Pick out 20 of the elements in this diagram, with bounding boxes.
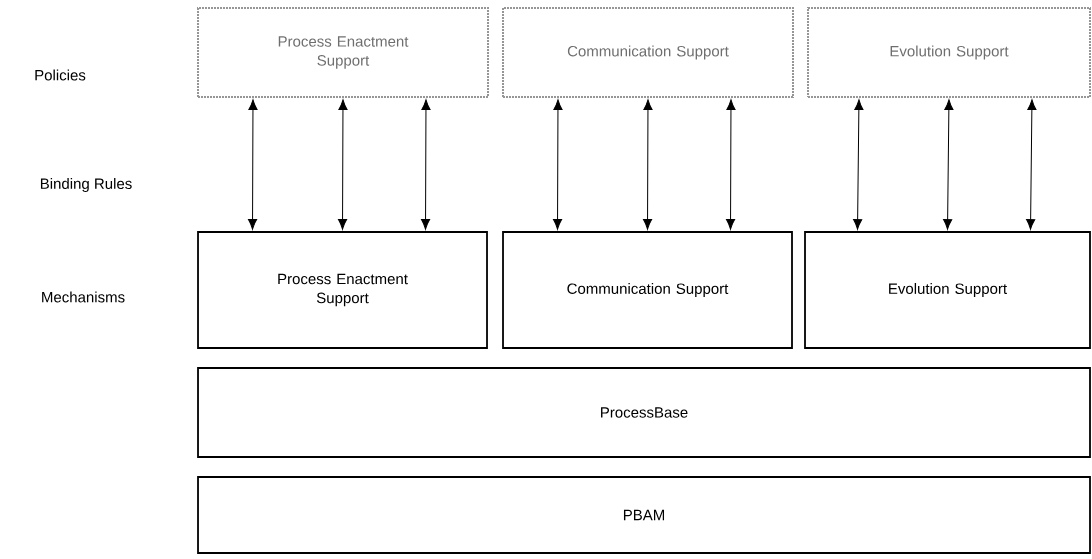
mechanism-box: Evolution Support bbox=[804, 231, 1091, 349]
arrow bbox=[642, 99, 653, 230]
policy-box: Process Enactment Support bbox=[197, 7, 489, 98]
arrow bbox=[943, 99, 954, 230]
mechanism-box: Process Enactment Support bbox=[197, 231, 488, 349]
layer-box: PBAM bbox=[197, 476, 1091, 554]
arrow bbox=[853, 99, 864, 230]
policy-box: Evolution Support bbox=[807, 7, 1091, 98]
row-label: Policies bbox=[35, 69, 86, 81]
row-label: Binding Rules bbox=[40, 178, 132, 192]
row-label: Mechanisms bbox=[42, 291, 125, 303]
arrow bbox=[725, 99, 736, 230]
arrow bbox=[420, 99, 431, 230]
policy-box: Communication Support bbox=[502, 7, 794, 98]
arrow bbox=[337, 99, 348, 230]
layer-box: ProcessBase bbox=[197, 367, 1091, 458]
mechanism-box: Communication Support bbox=[502, 231, 793, 349]
arrow bbox=[247, 99, 258, 230]
arrow bbox=[1026, 99, 1037, 230]
arrow bbox=[552, 99, 563, 230]
